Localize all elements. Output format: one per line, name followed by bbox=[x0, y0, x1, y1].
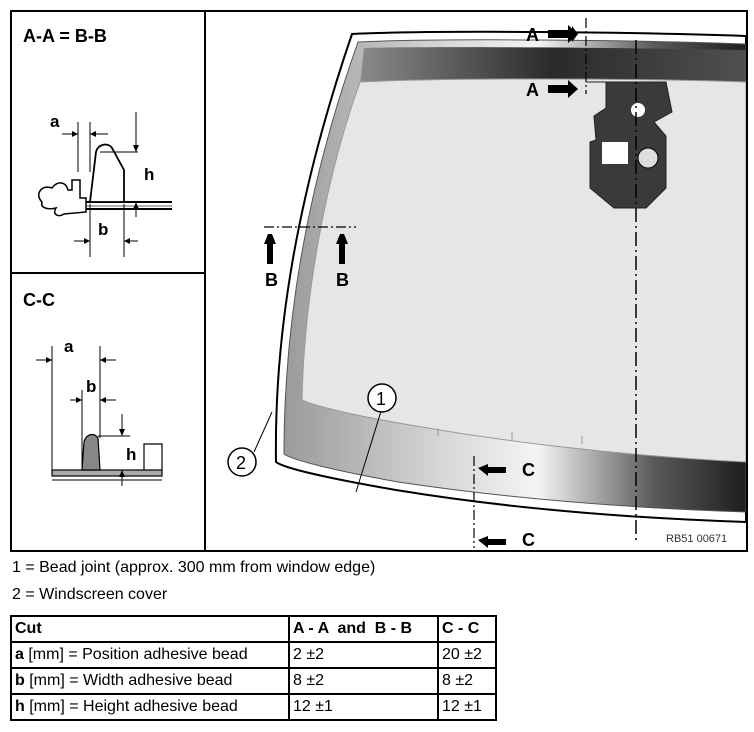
label-b-right: B bbox=[336, 270, 349, 290]
header-cut: Cut bbox=[10, 615, 290, 643]
callout-2-leader bbox=[253, 411, 273, 453]
section-details-column: A-A = B-B a bbox=[12, 12, 206, 550]
figure-frame: A-A = B-B a bbox=[10, 10, 748, 552]
dim-b-label: b bbox=[98, 220, 108, 239]
dim-b-label-cc: b bbox=[86, 377, 96, 396]
section-aa-bb-panel: A-A = B-B a bbox=[12, 12, 204, 274]
table-row: h [mm] = Height adhesive bead 12 ±1 12 ±… bbox=[10, 693, 497, 721]
table-row: a [mm] = Position adhesive bead 2 ±2 20 … bbox=[10, 641, 497, 669]
section-aa-bb-title: A-A = B-B bbox=[23, 26, 107, 46]
row-value-cc: 20 ±2 bbox=[437, 641, 497, 669]
callout-2-circle bbox=[227, 447, 257, 477]
callout-2-number: 2 bbox=[236, 453, 246, 473]
legend-item-1: 1 = Bead joint (approx. 300 mm from wind… bbox=[12, 559, 376, 576]
arrow-b-right bbox=[336, 234, 348, 264]
row-label: h [mm] = Height adhesive bead bbox=[10, 693, 290, 721]
row-value-cc: 8 ±2 bbox=[437, 667, 497, 695]
section-cc-drawing: a b h bbox=[36, 337, 163, 486]
row-label: b [mm] = Width adhesive bead bbox=[10, 667, 290, 695]
table-header-row: Cut A - A and B - B C - C bbox=[10, 615, 497, 643]
clear-glass-area bbox=[301, 78, 747, 463]
label-c-bottom: C bbox=[522, 530, 535, 550]
legend-item-2: 2 = Windscreen cover bbox=[12, 586, 168, 603]
dim-a-label: a bbox=[50, 112, 60, 131]
row-value-aa-bb: 2 ±2 bbox=[288, 641, 439, 669]
figure-code: RB51 00671 bbox=[666, 533, 727, 545]
top-frit-band bbox=[360, 47, 746, 86]
adhesive-bead-cc bbox=[81, 433, 101, 471]
header-cc: C - C bbox=[437, 615, 497, 643]
sensor-window bbox=[602, 142, 628, 164]
sensor-mount bbox=[586, 81, 673, 209]
dim-h-label-cc: h bbox=[126, 445, 136, 464]
dim-h-label: h bbox=[144, 165, 154, 184]
arrow-c-bottom bbox=[478, 536, 506, 548]
callout-1-leader bbox=[355, 407, 383, 493]
table-row: b [mm] = Width adhesive bead 8 ±2 8 ±2 bbox=[10, 667, 497, 695]
arrow-b-left bbox=[264, 234, 276, 264]
section-aa-bb-drawing: a h b bbox=[38, 112, 172, 257]
row-value-cc: 12 ±1 bbox=[437, 693, 497, 721]
dim-a-label-cc: a bbox=[64, 337, 74, 356]
windscreen-drawing: A A B B C C 1 2 RB51 00671 bbox=[206, 12, 747, 550]
trim-profile bbox=[38, 179, 87, 217]
callout-1-number: 1 bbox=[376, 389, 386, 409]
arrow-c-top bbox=[478, 464, 506, 476]
section-cc-title: C-C bbox=[23, 290, 55, 310]
label-a-inner: A bbox=[526, 80, 539, 100]
row-value-aa-bb: 8 ±2 bbox=[288, 667, 439, 695]
label-a-top: A bbox=[526, 25, 539, 45]
adhesive-bead-spec-table: Cut A - A and B - B C - C a [mm] = Posit… bbox=[10, 615, 497, 721]
callout-1-circle bbox=[367, 383, 397, 413]
row-label: a [mm] = Position adhesive bead bbox=[10, 641, 290, 669]
label-b-left: B bbox=[265, 270, 278, 290]
header-aa-bb: A - A and B - B bbox=[288, 615, 439, 643]
arrow-a-top bbox=[548, 25, 578, 43]
windscreen-svg: A A B B C C 1 2 RB51 00671 bbox=[227, 18, 747, 550]
row-value-aa-bb: 12 ±1 bbox=[288, 693, 439, 721]
adhesive-bead bbox=[88, 143, 125, 203]
section-cc-panel: C-C a bbox=[12, 274, 204, 550]
arrow-a-inner bbox=[548, 80, 578, 98]
label-c-top: C bbox=[522, 460, 535, 480]
